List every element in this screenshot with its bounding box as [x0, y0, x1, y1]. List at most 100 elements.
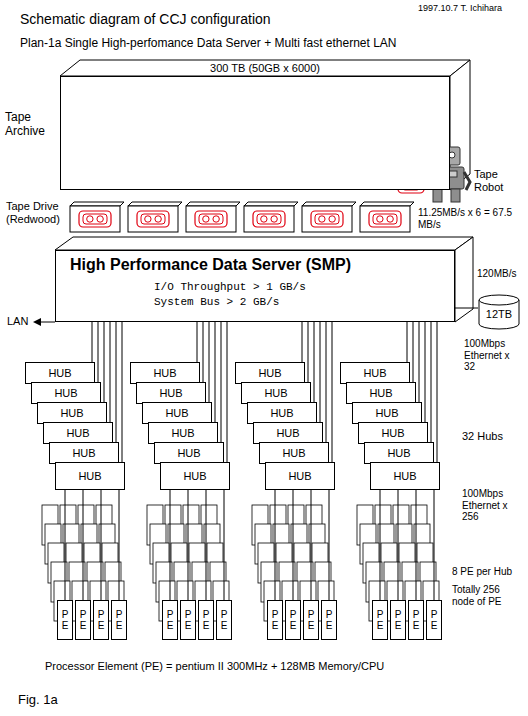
ethernet-link [188, 490, 189, 600]
hub-label: HUB [78, 470, 101, 482]
pe-label: PE [270, 609, 280, 631]
pe-label: PE [306, 609, 316, 631]
tape-drive [360, 206, 410, 232]
cartridge-reel [329, 216, 335, 222]
ethernet-link [122, 322, 123, 462]
ethernet-link [380, 490, 381, 600]
cartridge-shell [137, 211, 169, 227]
tape-drive [302, 206, 352, 232]
annotation-label: 120MB/s [477, 268, 525, 280]
hub-box: HUB [49, 442, 119, 464]
hub-label: HUB [375, 407, 398, 419]
hub-label: HUB [363, 367, 386, 379]
annotation-label: 8 PE per Hub [452, 566, 524, 578]
ethernet-link [326, 322, 327, 442]
ethernet-link [116, 322, 117, 442]
cartridge-shell [369, 211, 401, 227]
diagram-title: Schematic diagram of CCJ configuration [20, 11, 271, 27]
hub-label: HUB [165, 407, 188, 419]
hub-label: HUB [276, 427, 299, 439]
pe-box: PE [180, 600, 196, 640]
hub-box: HUB [358, 422, 428, 444]
hub-box: HUB [364, 442, 434, 464]
annotation-label: Tape Robot [474, 168, 522, 193]
hub-label: HUB [264, 387, 287, 399]
hub-box: HUB [142, 402, 212, 424]
ethernet-link [215, 322, 216, 422]
ethernet-link [203, 322, 204, 382]
ethernet-link [398, 490, 399, 600]
hub-box: HUB [55, 462, 125, 490]
cartridge-window [141, 214, 165, 224]
tape-drive [244, 206, 294, 232]
tape-drive [186, 206, 236, 232]
tape-cartridge [79, 211, 111, 227]
ethernet-link [302, 322, 303, 362]
hub-label: HUB [258, 367, 281, 379]
hub-box: HUB [346, 382, 416, 404]
ethernet-link [119, 490, 120, 600]
annotation-label: 100Mbps Ethernet x 32 [464, 338, 522, 373]
ethernet-link [419, 322, 420, 402]
robot-arm [464, 172, 470, 190]
pe-label: PE [393, 609, 403, 631]
pe-label: PE [324, 609, 334, 631]
ethernet-link [209, 322, 210, 402]
tape-cartridge [195, 211, 227, 227]
ethernet-link [413, 322, 414, 382]
hub-box: HUB [160, 462, 230, 490]
hub-label: HUB [177, 447, 200, 459]
hub-box: HUB [43, 422, 113, 444]
pe-box: PE [426, 600, 442, 640]
pe-box: PE [93, 600, 109, 640]
ethernet-link [224, 490, 225, 600]
server-name: High Performance Data Server (SMP) [70, 256, 446, 274]
ethernet-link [197, 322, 198, 362]
hub-label: HUB [54, 387, 77, 399]
tape-drive [128, 206, 178, 232]
hub-label: HUB [387, 447, 410, 459]
pe-box: PE [408, 600, 424, 640]
annotation-label: LAN [7, 315, 28, 328]
pe-box: PE [111, 600, 127, 640]
hub-label: HUB [72, 447, 95, 459]
ethernet-link [110, 322, 111, 422]
ethernet-link [65, 490, 66, 600]
cartridge-window [373, 214, 397, 224]
annotation-label: Totally 256 node of PE [452, 584, 524, 607]
ethernet-link [314, 322, 315, 402]
hub-box: HUB [37, 402, 107, 424]
hub-box: HUB [265, 462, 335, 490]
hub-label: HUB [183, 470, 206, 482]
ethernet-link [332, 322, 333, 462]
pe-label: PE [60, 609, 70, 631]
cartridge-reel [271, 216, 277, 222]
server-spec: I/O Throughput > 1 GB/s [154, 280, 446, 295]
archive-capacity: 300 TB (50GB x 6000) [71, 62, 459, 75]
hub-box: HUB [130, 362, 200, 384]
pe-box: PE [303, 600, 319, 640]
pe-label: PE [165, 609, 175, 631]
hub-label: HUB [66, 427, 89, 439]
ethernet-link [425, 322, 426, 422]
ethernet-link [311, 490, 312, 600]
pe-label: PE [219, 609, 229, 631]
cartridge-window [315, 214, 339, 224]
ethernet-link [407, 322, 408, 362]
lan-arrow-line [40, 322, 55, 323]
pe-label: PE [201, 609, 211, 631]
pe-box: PE [267, 600, 283, 640]
hub-label: HUB [60, 407, 83, 419]
annotation-label: 1997.10.7 T. Ichihara [418, 3, 526, 13]
hub-box: HUB [340, 362, 410, 384]
pe-box: PE [321, 600, 337, 640]
pe-label: PE [411, 609, 421, 631]
pe-label: PE [183, 609, 193, 631]
ethernet-link [92, 322, 93, 362]
archive-top-face [60, 60, 470, 76]
tape-drive [70, 206, 120, 232]
tape-cartridge [369, 211, 401, 227]
pe-box: PE [390, 600, 406, 640]
cartridge-shell [79, 211, 111, 227]
